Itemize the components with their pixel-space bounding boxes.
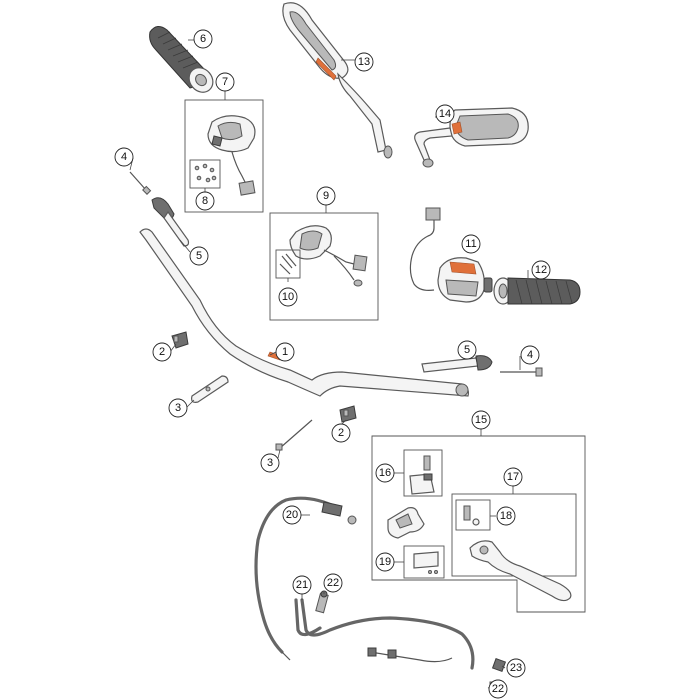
callout-9: 9 bbox=[316, 186, 336, 206]
callout-19-label: 19 bbox=[379, 556, 391, 568]
callout-16-label: 16 bbox=[379, 467, 391, 479]
bar-end-bolt-left-part bbox=[129, 171, 152, 195]
screw-kit-8-part bbox=[189, 159, 221, 189]
cable-tie-part bbox=[275, 419, 313, 451]
callout-1: 1 bbox=[275, 342, 295, 362]
callout-12-label: 12 bbox=[535, 264, 547, 276]
callout-4-left-label: 4 bbox=[121, 151, 127, 163]
left-switch-body-part bbox=[207, 115, 256, 196]
clamp-kit-part-19 bbox=[403, 545, 445, 579]
callout-11-label: 11 bbox=[465, 238, 476, 250]
throttle-cables-part bbox=[294, 598, 475, 670]
throttle-switch-part bbox=[409, 207, 493, 303]
callout-9-label: 9 bbox=[323, 190, 329, 202]
callout-21-label: 21 bbox=[296, 579, 308, 591]
callout-6: 6 bbox=[193, 29, 213, 49]
callout-10: 10 bbox=[278, 287, 298, 307]
callout-12: 12 bbox=[531, 260, 551, 280]
callout-23: 23 bbox=[506, 658, 526, 678]
callout-18-label: 18 bbox=[500, 510, 512, 522]
callout-22-lower-label: 22 bbox=[492, 683, 504, 695]
group-15-frame bbox=[371, 435, 586, 613]
callout-11: 11 bbox=[461, 234, 481, 254]
clamp-right-part bbox=[339, 405, 357, 423]
callout-4-right-label: 4 bbox=[527, 349, 533, 361]
callout-14: 14 bbox=[435, 104, 455, 124]
pivot-bolt-part-18 bbox=[455, 499, 491, 531]
callout-4-left: 4 bbox=[114, 147, 134, 167]
callout-7-label: 7 bbox=[222, 76, 228, 88]
strap-left-part bbox=[191, 375, 229, 403]
callout-8-label: 8 bbox=[202, 195, 208, 207]
callout-4-right: 4 bbox=[520, 345, 540, 365]
callout-10-label: 10 bbox=[282, 291, 294, 303]
bar-end-bolt-right-part bbox=[500, 367, 543, 377]
callout-19: 19 bbox=[375, 552, 395, 572]
callout-18: 18 bbox=[496, 506, 516, 526]
callout-3-left: 3 bbox=[168, 398, 188, 418]
screw-kit-10-part bbox=[275, 249, 301, 279]
callout-7: 7 bbox=[215, 72, 235, 92]
callout-2-left: 2 bbox=[152, 342, 172, 362]
handlebar-part bbox=[139, 228, 469, 397]
right-mirror-part bbox=[414, 107, 529, 168]
callout-22-lower: 22 bbox=[488, 679, 508, 699]
master-cylinder-body-part bbox=[387, 507, 425, 539]
callout-6-label: 6 bbox=[200, 33, 206, 45]
callout-5-right: 5 bbox=[457, 340, 477, 360]
callout-15-label: 15 bbox=[475, 414, 487, 426]
group-7-frame bbox=[184, 99, 264, 213]
bar-end-weight-left-part bbox=[151, 197, 190, 247]
callout-5-left: 5 bbox=[189, 246, 209, 266]
callout-14-label: 14 bbox=[439, 108, 451, 120]
group-9-frame bbox=[269, 212, 379, 321]
callout-5-right-label: 5 bbox=[464, 344, 470, 356]
callout-17: 17 bbox=[503, 467, 523, 487]
callout-1-label: 1 bbox=[282, 346, 288, 358]
callout-22-upper-label: 22 bbox=[327, 577, 339, 589]
adjuster-upper-part bbox=[315, 590, 329, 614]
callout-23-label: 23 bbox=[510, 662, 522, 674]
callout-13-label: 13 bbox=[358, 56, 370, 68]
bar-end-weight-right-part bbox=[421, 355, 493, 373]
left-mirror-part bbox=[282, 2, 393, 159]
clutch-lever-part bbox=[469, 540, 572, 602]
callout-3-left-label: 3 bbox=[175, 402, 181, 414]
callout-3-right: 3 bbox=[260, 453, 280, 473]
left-grip-part bbox=[149, 26, 214, 93]
callout-2-left-label: 2 bbox=[159, 346, 165, 358]
callout-5-left-label: 5 bbox=[196, 250, 202, 262]
callout-8: 8 bbox=[195, 191, 215, 211]
callout-2-right-label: 2 bbox=[338, 427, 344, 439]
master-cylinder-part-16 bbox=[403, 449, 443, 497]
callout-22-upper: 22 bbox=[323, 573, 343, 593]
callout-13: 13 bbox=[354, 52, 374, 72]
callout-20: 20 bbox=[282, 505, 302, 525]
callout-21: 21 bbox=[292, 575, 312, 595]
right-switch-body-part bbox=[289, 225, 368, 287]
callout-17-label: 17 bbox=[507, 471, 519, 483]
callout-15: 15 bbox=[471, 410, 491, 430]
callout-16: 16 bbox=[375, 463, 395, 483]
callout-3-right-label: 3 bbox=[267, 457, 273, 469]
callout-20-label: 20 bbox=[286, 509, 298, 521]
right-grip-part bbox=[493, 277, 581, 305]
callout-2-right: 2 bbox=[331, 423, 351, 443]
clutch-cable-part bbox=[254, 496, 357, 661]
